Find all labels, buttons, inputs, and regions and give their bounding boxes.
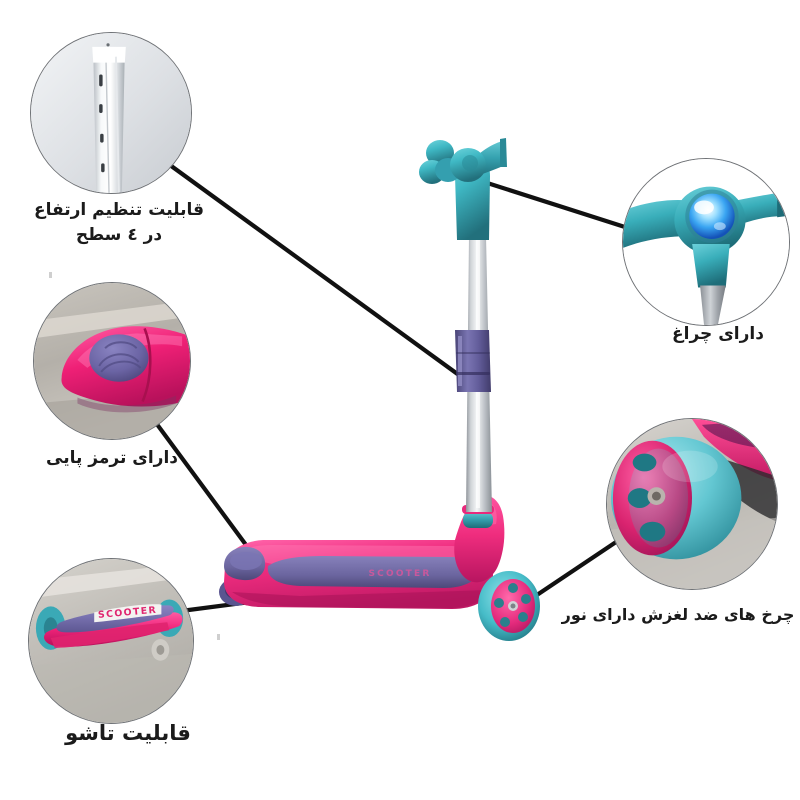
lamp-highlight (694, 200, 714, 215)
speckle-mark-left (49, 272, 52, 278)
callout-light-up-wheels[interactable] (606, 418, 778, 590)
callout-height-adjust[interactable] (30, 32, 192, 194)
front-wheel-holes (494, 583, 531, 627)
deck-brand-text: SCOOTER (368, 569, 431, 579)
speckle-mark-deck (217, 634, 220, 640)
deck: SCOOTER (224, 540, 493, 609)
label-head-lamp: دارای چراغ (672, 324, 764, 344)
foldable-photo: SCOOTER (29, 559, 193, 723)
front-column-base (454, 495, 505, 583)
base-pink-ring (462, 505, 494, 514)
leader-line-height-adjust (160, 157, 466, 381)
label-foot-brake: دارای ترمز پایی (46, 448, 178, 468)
label-height-adjust: قابلیت تنظیم ارتفاع در ٤ سطح (34, 200, 204, 245)
leader-line-foldable (178, 582, 384, 614)
rear-brake-fender (224, 546, 266, 581)
handlebar-lamp (450, 148, 486, 182)
stem-pole (466, 236, 492, 512)
handlebar-neck (455, 154, 490, 240)
callout-foot-brake[interactable] (33, 282, 191, 440)
front-wheel-hub (491, 579, 535, 633)
front-wheel (478, 571, 540, 641)
label-light-up-wheels: چرخ های ضد لغزش دارای نور (561, 605, 795, 624)
label-foldable: قابلیت تاشو (65, 721, 191, 745)
head-lamp-photo (623, 159, 789, 325)
brake-pad-ridges (98, 341, 142, 373)
grip-pad (267, 556, 478, 588)
lamp-glow (689, 193, 735, 240)
light-up-wheels-photo (607, 419, 777, 589)
foot-brake-photo (34, 283, 190, 439)
wheel-holes (627, 453, 666, 542)
base-teal-collar (463, 512, 493, 528)
height-slots (99, 74, 105, 173)
height-adjust-photo (31, 33, 191, 193)
stem-height-collar (455, 330, 491, 392)
callout-foldable[interactable]: SCOOTER (28, 558, 194, 724)
handlebar (419, 138, 507, 184)
rear-wheel-left (219, 578, 253, 606)
callout-head-lamp[interactable] (622, 158, 790, 326)
scooter-illustration: SCOOTER (219, 138, 540, 641)
leader-line-head-lamp (478, 178, 631, 231)
folded-brand-text: SCOOTER (98, 605, 158, 621)
